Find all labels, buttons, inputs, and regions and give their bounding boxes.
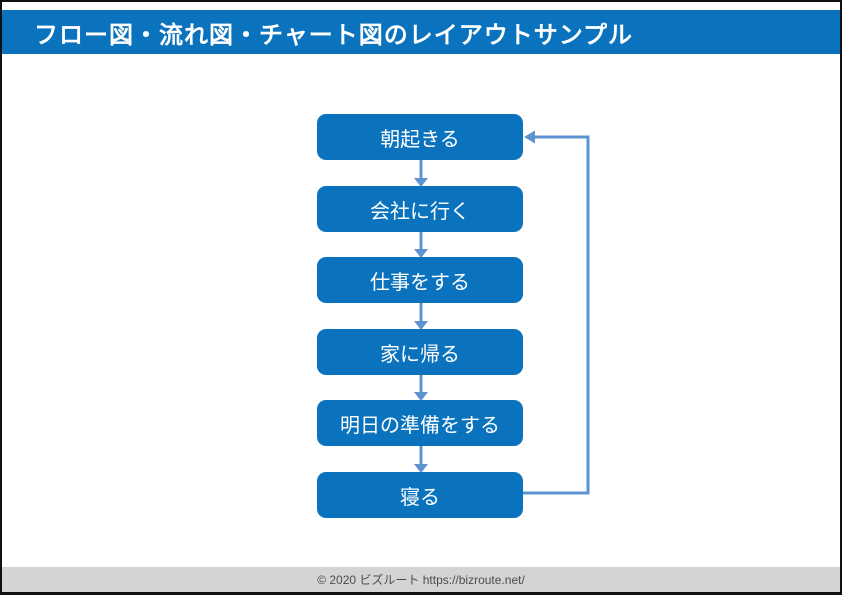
copyright-credit: © 2020 ビズルート https://bizroute.net/ (317, 573, 525, 587)
loop-arrow (523, 130, 590, 495)
arrow-down-icon (414, 232, 428, 258)
flow-node-sleep: 寝る (317, 472, 523, 518)
arrow-down-icon (414, 160, 428, 187)
flow-node-do-work: 仕事をする (317, 257, 523, 303)
flow-node-label: 仕事をする (370, 271, 470, 294)
flow-node-label: 寝る (400, 486, 440, 509)
flow-node-label: 家に帰る (380, 343, 460, 366)
flow-node-go-to-work: 会社に行く (317, 186, 523, 232)
flow-node-label: 会社に行く (370, 200, 470, 223)
flow-node-label: 朝起きる (380, 128, 460, 151)
page-title: フロー図・流れ図・チャート図のレイアウトサンプル (34, 21, 634, 49)
arrow-down-icon (414, 446, 428, 473)
title-bar: フロー図・流れ図・チャート図のレイアウトサンプル (2, 10, 840, 54)
footer-bar: © 2020 ビズルート https://bizroute.net/ (2, 567, 840, 592)
flow-node-label: 明日の準備をする (340, 414, 500, 437)
flow-node-wake-up: 朝起きる (317, 114, 523, 160)
arrow-down-icon (414, 375, 428, 401)
flow-node-go-home: 家に帰る (317, 329, 523, 375)
arrow-down-icon (414, 303, 428, 330)
flow-node-prepare-tomorrow: 明日の準備をする (317, 400, 523, 446)
